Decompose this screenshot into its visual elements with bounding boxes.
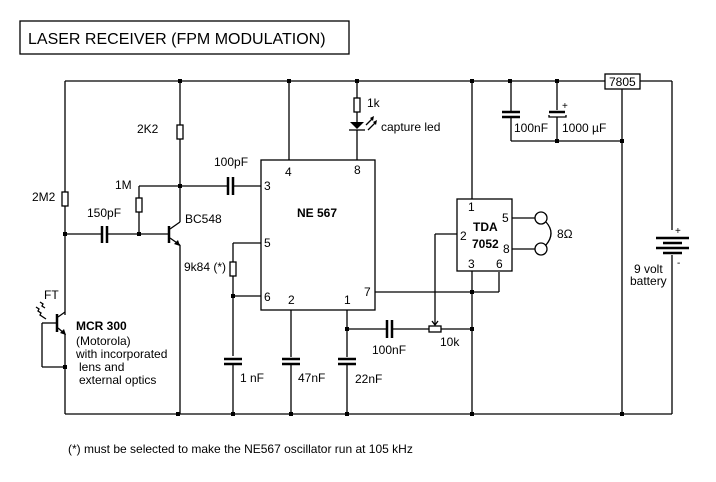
mcr-note-2: with incorporated	[75, 347, 167, 361]
label-1nf: 1 nF	[240, 371, 264, 385]
capacitor-47nf	[282, 310, 300, 414]
top-rail	[65, 80, 673, 230]
tda-pin-8: 8	[503, 242, 510, 256]
capacitor-100nf-coupling	[347, 320, 429, 338]
ic-tda7052	[456, 198, 513, 272]
ne567-pin-8: 8	[354, 163, 361, 177]
footnote: (*) must be selected to make the NE567 o…	[68, 442, 413, 456]
capacitor-150pf	[65, 226, 168, 243]
transistor-bc548	[167, 221, 181, 414]
label-7805: 7805	[609, 75, 636, 89]
capacitor-22nf	[338, 310, 356, 414]
capacitor-1nf	[224, 357, 242, 414]
capacitor-100pf	[180, 177, 261, 195]
label-battery: battery	[630, 274, 667, 288]
tda-pin-2: 2	[460, 229, 467, 243]
label-electrolytic-plus: +	[562, 101, 568, 112]
label-battery-plus: +	[675, 226, 681, 237]
label-100nf-coupling: 100nF	[372, 343, 406, 357]
label-bc548: BC548	[185, 212, 222, 226]
junction	[555, 139, 559, 143]
resistor-2k2	[176, 81, 184, 222]
label-22nf: 22nF	[355, 372, 382, 386]
label-tda: TDA	[473, 220, 498, 234]
resistor-1m	[135, 185, 180, 234]
label-mcr300: MCR 300	[76, 319, 127, 333]
label-10k: 10k	[440, 335, 460, 349]
label-9k84: 9k84 (*)	[184, 260, 226, 274]
mcr-note-4: external optics	[79, 373, 156, 387]
ne567-pin-2: 2	[288, 293, 295, 307]
ground-rail	[65, 255, 673, 415]
ne567-pin-1: 1	[344, 293, 351, 307]
label-ft: FT	[44, 288, 59, 302]
title: LASER RECEIVER (FPM MODULATION)	[28, 31, 326, 48]
label-7052: 7052	[472, 237, 499, 251]
ne567-pin-3: 3	[264, 179, 271, 193]
label-150pf: 150pF	[87, 206, 121, 220]
junction	[176, 412, 180, 416]
tda-pin-1: 1	[468, 200, 475, 214]
label-100pf: 100pF	[214, 155, 248, 169]
label-2k2: 2K2	[137, 122, 159, 136]
label-100nf-supply: 100nF	[514, 121, 548, 135]
speaker-icon	[512, 211, 552, 256]
tda-pin-5: 5	[502, 211, 509, 225]
ne567-pin-5: 5	[264, 236, 271, 250]
label-1000uf: 1000 µF	[562, 121, 606, 135]
label-ne567: NE 567	[297, 206, 337, 220]
mcr-note-1: (Motorola)	[76, 334, 131, 348]
junction	[63, 365, 67, 369]
tda-pin-6: 6	[496, 257, 503, 271]
mcr-note-3: lens and	[79, 360, 124, 374]
tda-pin-3: 3	[468, 257, 475, 271]
capacitor-100nf-supply	[502, 81, 622, 142]
resistor-9k84	[229, 242, 261, 356]
label-capture-led: capture led	[381, 120, 440, 134]
resistor-2m2	[61, 81, 69, 315]
led-icon	[349, 116, 377, 160]
title-frame	[19, 20, 350, 55]
label-1k: 1k	[367, 96, 381, 110]
label-47nf: 47nF	[298, 371, 325, 385]
label-9-volt: 9 volt	[634, 262, 663, 276]
junction	[508, 79, 512, 83]
ic-ne567	[260, 159, 376, 311]
capacitor-1000uf	[548, 81, 567, 141]
resistor-1k	[353, 81, 361, 122]
ne567-pin-6: 6	[264, 290, 271, 304]
phototransistor-mcr300	[35, 301, 66, 414]
label-2m2: 2M2	[32, 190, 56, 204]
junction	[231, 294, 235, 298]
ne567-pin-4: 4	[285, 165, 292, 179]
label-8ohm: 8Ω	[557, 227, 573, 241]
label-battery-minus: -	[677, 258, 680, 269]
label-1m: 1M	[115, 178, 132, 192]
battery-icon	[656, 236, 689, 255]
ne567-pin-7: 7	[364, 285, 371, 299]
